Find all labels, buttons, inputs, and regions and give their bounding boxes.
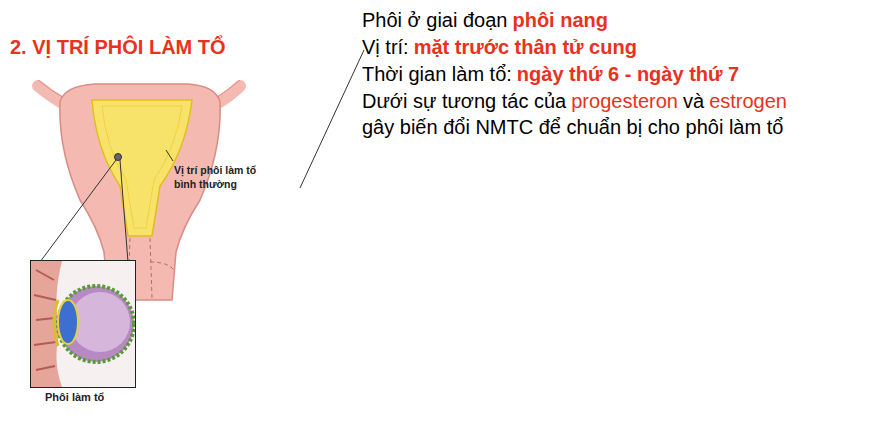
note-text: phôi nang [512,9,608,31]
note-text: estrogen [709,90,787,112]
callout-label: Vị trí phôi làm tổ bình thường [174,163,274,191]
note-text: Thời gian làm tổ: [362,63,512,85]
note-text: gây biến đổi NMTC để chuẩn bị cho phôi l… [362,116,783,138]
note-text: progesteron [571,90,678,112]
note-text: Dưới sự tương tác của [362,90,566,112]
note-text: và [683,90,704,112]
note-text: Vị trí: [362,36,409,58]
note-text: mặt trước thân tử cung [414,36,637,58]
note-text: Phôi ở giai đoạn [362,9,507,31]
inset-box: Phôi làm tổ [30,260,136,388]
inset-caption: Phôi làm tổ [45,391,104,403]
slide-title: 2. VỊ TRÍ PHÔI LÀM TỔ [10,36,226,59]
note-text: ngày thứ 6 - ngày thứ 7 [517,63,739,85]
